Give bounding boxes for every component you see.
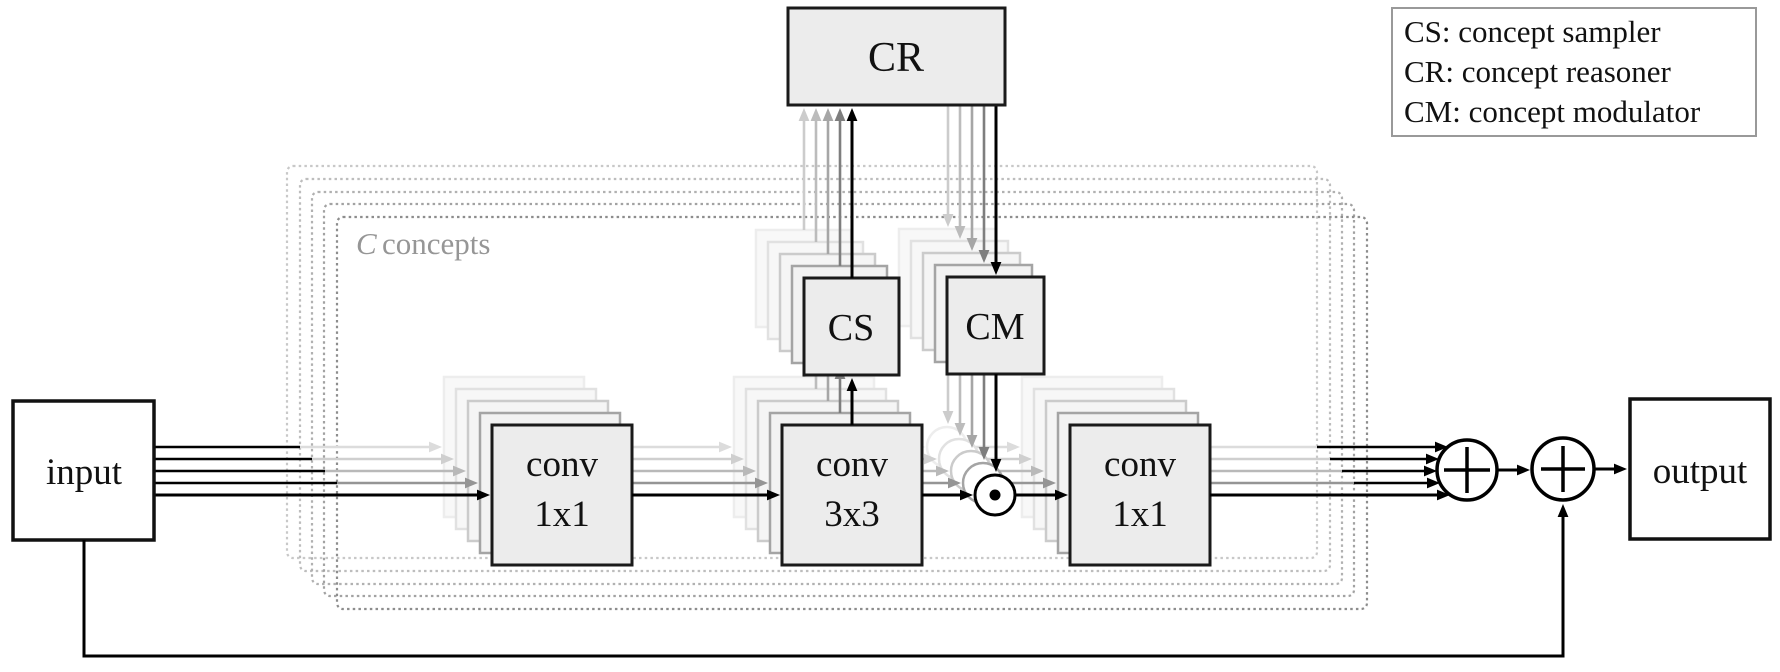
legend-item-cs: CS: concept sampler (1404, 14, 1661, 49)
conv1x1-b-label-line1: conv (1104, 444, 1176, 485)
concepts-label: concepts (382, 226, 490, 261)
legend-item-cr: CR: concept reasoner (1404, 54, 1672, 89)
output-arrows (1497, 463, 1627, 476)
cr-label: CR (868, 35, 924, 81)
conv3x3-box (780, 423, 924, 567)
input-label: input (46, 452, 123, 493)
input-block: input (11, 399, 156, 542)
conv3x3-label-line2: 3x3 (824, 494, 880, 535)
sum-residual-icon (1530, 436, 1596, 502)
cm-label: CM (965, 306, 1024, 348)
conv1x1-b-label-line2: 1x1 (1112, 494, 1168, 535)
cr-block: CR (786, 6, 1007, 107)
conv1x1-a-label-line1: conv (526, 444, 598, 485)
legend-item-cm: CM: concept modulator (1404, 94, 1701, 129)
output-block: output (1628, 397, 1772, 541)
output-label: output (1653, 451, 1748, 492)
concept-dashed-rect (285, 164, 1319, 560)
cs-label: CS (828, 307, 874, 349)
legend-box: CS: concept sampler CR: concept reasoner… (1391, 7, 1757, 137)
skip-connection (82, 504, 1569, 658)
concept-layer-5-front: conv 1x1 conv 3x3 conv 1x1 CS CM (154, 105, 1450, 567)
sum-concepts-icon (1435, 438, 1499, 502)
cs-box (802, 276, 901, 377)
conv3x3-label-line1: conv (816, 444, 888, 485)
concepts-count-symbol: C (356, 226, 377, 261)
cm-box (945, 275, 1046, 376)
conv1x1-a-label-line2: 1x1 (534, 494, 590, 535)
elementwise-product-icon (973, 473, 1017, 517)
